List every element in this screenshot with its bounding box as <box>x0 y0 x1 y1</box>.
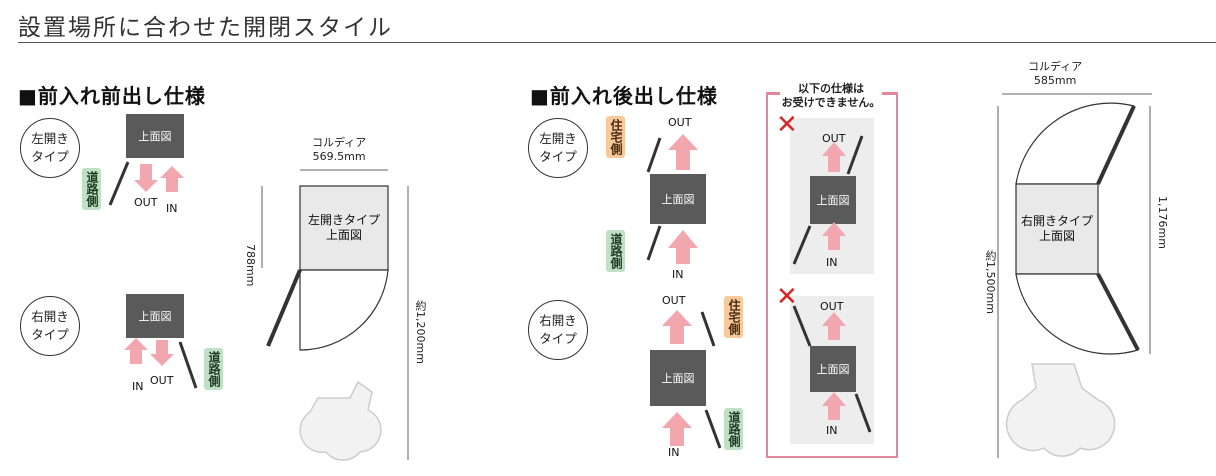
not-accepted-note: 以下の仕様は お受けできません。 <box>781 82 881 109</box>
out-arrow-icon <box>662 310 692 344</box>
in-arrow-icon <box>822 222 846 250</box>
door-line <box>846 135 864 175</box>
door-line <box>108 161 130 206</box>
in-label: IN <box>826 424 838 437</box>
plan-box-label: 右開きタイプ 上面図 <box>1020 214 1093 243</box>
door-line <box>1096 273 1140 351</box>
out-label: OUT <box>134 196 158 209</box>
right-open-type-circle: 右開き タイプ <box>20 296 80 356</box>
right-type-flow-diagram <box>650 310 722 449</box>
cross-mark-icon: ✕ <box>776 110 798 140</box>
in-label: IN <box>132 380 144 393</box>
vehicle-icon <box>299 380 382 461</box>
out-arrow-icon <box>134 164 158 192</box>
door-swing-arc-top <box>1015 102 1135 185</box>
door-line <box>854 393 872 433</box>
title-divider <box>18 42 1216 43</box>
door-line <box>646 137 662 173</box>
not-accepted-frame <box>766 92 898 458</box>
body-rect <box>299 185 389 271</box>
residence-side-tag: 住宅側 <box>606 116 625 158</box>
left-open-type-circle: 左開き タイプ <box>528 118 588 178</box>
total-dimension-label: 約1,200mm <box>414 300 427 364</box>
left-type-door-diagram <box>108 161 184 206</box>
door-line <box>700 311 716 347</box>
top-view-box: 上面図 <box>661 193 695 206</box>
top-view-box: 上面図 <box>126 114 184 158</box>
out-arrow-icon <box>822 312 846 340</box>
top-view-box: 上面図 <box>816 194 850 207</box>
road-side-tag: 道路側 <box>204 348 223 390</box>
cross-mark-icon: ✕ <box>776 282 798 312</box>
residence-side-tag: 住宅側 <box>724 296 743 338</box>
left-type-plan-drawing <box>261 169 409 461</box>
right-type-plan-drawing <box>997 93 1152 458</box>
door-line <box>792 225 812 265</box>
door-line <box>1096 105 1136 185</box>
in-arrow-icon <box>160 166 184 192</box>
section-heading-front-back: ■前入れ後出し仕様 <box>530 84 718 108</box>
right-open-type-circle: 右開き タイプ <box>528 300 588 360</box>
in-arrow-icon <box>822 392 846 420</box>
in-arrow-icon <box>668 230 698 264</box>
out-label: OUT <box>820 300 844 313</box>
top-view-box-bg <box>810 176 856 224</box>
out-arrow-icon <box>150 340 174 366</box>
out-arrow-icon <box>822 142 846 172</box>
total-dimension-label: 約1,500mm <box>984 250 997 314</box>
page-title: 設置場所に合わせた開閉スタイル <box>18 15 393 41</box>
door-line <box>266 269 302 347</box>
width-dimension-label: コルディア 585mm <box>1028 60 1083 87</box>
not-accepted-diagram-2 <box>792 305 872 433</box>
top-view-box-bg <box>650 350 706 406</box>
in-label: IN <box>668 446 680 459</box>
top-view-box: 上面図 <box>661 372 695 385</box>
door-swing-arc <box>299 269 389 351</box>
out-label: OUT <box>662 294 686 307</box>
out-label: OUT <box>822 132 846 145</box>
out-label: OUT <box>668 116 692 129</box>
plan-box-label: 左開きタイプ 上面図 <box>307 213 380 242</box>
top-view-box-bg <box>650 174 706 224</box>
right-type-door-diagram <box>124 338 198 389</box>
top-view-box: 上面図 <box>126 294 184 338</box>
top-view-box: 上面図 <box>816 363 850 376</box>
width-dimension-label: コルディア 569.5mm <box>312 136 367 163</box>
road-side-tag: 道路側 <box>82 168 101 210</box>
in-arrow-icon <box>662 412 692 446</box>
top-view-box-bg <box>810 346 856 392</box>
left-open-type-circle: 左開き タイプ <box>20 118 80 178</box>
vehicle-icon <box>1005 363 1116 457</box>
depth-dimension-label: 788mm <box>244 244 257 287</box>
left-type-flow-diagram <box>646 134 706 264</box>
out-label: OUT <box>150 374 174 387</box>
door-line <box>704 409 722 449</box>
road-side-tag: 道路側 <box>606 230 625 272</box>
section-heading-front-front: ■前入れ前出し仕様 <box>18 84 206 108</box>
frame-top-right <box>882 92 896 95</box>
out-arrow-icon <box>668 134 698 170</box>
door-line <box>178 341 198 389</box>
frame-top-left <box>766 92 780 95</box>
road-side-tag: 道路側 <box>724 408 743 450</box>
not-accepted-diagram-1 <box>792 135 864 265</box>
body-rect <box>1015 183 1099 275</box>
in-label: IN <box>672 268 684 281</box>
in-arrow-icon <box>124 338 148 364</box>
door-line <box>646 225 662 261</box>
door-line <box>792 305 812 347</box>
in-label: IN <box>826 256 838 269</box>
depth-dimension-label: 1,176mm <box>1156 196 1169 249</box>
in-label: IN <box>166 202 178 215</box>
